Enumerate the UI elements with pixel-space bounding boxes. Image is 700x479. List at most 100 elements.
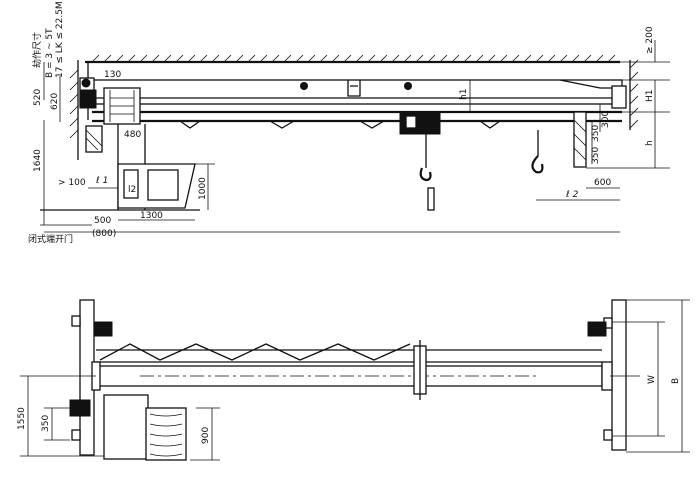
dim-620: 620 — [50, 93, 60, 110]
ceiling-hatch-mark — [283, 54, 292, 63]
ceiling-hatch-mark — [595, 54, 604, 63]
side-note-title: 劫作尺寸 — [31, 32, 43, 68]
plan-view: 1550 350 900 W B — [17, 299, 690, 461]
ceiling-hatch-mark — [607, 54, 616, 63]
main-girder — [91, 79, 623, 105]
ceiling-hatch-mark — [127, 54, 136, 63]
dim-H1: H1 — [645, 90, 655, 103]
plan-cab-lines — [149, 413, 183, 457]
ceiling-hatch-mark — [439, 54, 448, 63]
ceiling-hatch-mark — [199, 54, 208, 63]
dim-1300: 1300 — [140, 211, 163, 221]
ceiling-hatch-mark — [319, 54, 328, 63]
ceiling-hatch-mark — [163, 54, 172, 63]
ceiling-hatch-mark — [139, 54, 148, 63]
ceiling-hatch-mark — [415, 54, 424, 63]
ceiling-hatch-mark — [523, 54, 532, 63]
dim-130: 130 — [104, 70, 121, 80]
ceiling-hatch-mark — [571, 54, 580, 63]
right-wall-hatch — [629, 59, 639, 129]
right-hook — [531, 155, 544, 174]
dim-h1: h1 — [459, 89, 469, 100]
ceiling-hatch-mark — [91, 54, 100, 63]
ceiling-hatch-mark — [451, 54, 460, 63]
dim-300: 300 — [601, 111, 611, 128]
dim-h: h — [645, 140, 655, 146]
left-support-block — [85, 125, 103, 153]
ceiling-hatch-mark — [223, 54, 232, 63]
right-dims — [469, 40, 670, 201]
right-wheel-bottom — [603, 429, 613, 441]
ceiling-hatch-mark — [511, 54, 520, 63]
left-wall-hatch — [69, 69, 79, 139]
dim-500: 500 — [94, 216, 111, 226]
hoist-drum — [405, 115, 417, 129]
girder-hole-2 — [404, 82, 412, 90]
ceiling-hatch-mark — [583, 54, 592, 63]
dim-l2: ℓ 2 — [565, 190, 579, 200]
ceiling-hatch-mark — [355, 54, 364, 63]
dim-350a: 350 — [591, 125, 601, 142]
ladder-rungs — [109, 90, 135, 122]
right-drive-motor — [587, 321, 607, 337]
cab-window — [123, 169, 139, 199]
cab-panel — [147, 169, 179, 201]
dim-l2-cab: l2 — [128, 185, 136, 195]
left-drive-block — [69, 399, 91, 417]
ceiling-hatch-mark — [211, 54, 220, 63]
dim-100: > 100 — [58, 178, 86, 188]
ceiling-hatch-mark — [151, 54, 160, 63]
ceiling-hatch-mark — [487, 54, 496, 63]
ceiling-hatch-mark — [403, 54, 412, 63]
side-note-line2: 17 ≤ LK ≤ 22.5M — [55, 1, 65, 78]
ceiling-hatch-mark — [103, 54, 112, 63]
ceiling-hatch-mark — [187, 54, 196, 63]
girder-bracket — [347, 80, 361, 97]
ceiling-hatching — [91, 54, 616, 63]
plan-cab — [145, 407, 187, 461]
ceiling-hatch-mark — [379, 54, 388, 63]
plan-left-dims — [20, 375, 220, 461]
left-drive-unit — [79, 89, 97, 109]
dim-200: ≥ 200 — [645, 26, 655, 54]
ceiling-hatch-mark — [559, 54, 568, 63]
side-note-line1: B = 3 ~ 5T — [45, 28, 55, 78]
left-wheel — [81, 78, 91, 88]
ceiling-hatch-mark — [175, 54, 184, 63]
ceiling-hatch-mark — [307, 54, 316, 63]
plan-truss — [99, 343, 411, 361]
ceiling-hatch-mark — [331, 54, 340, 63]
dim-600: 600 — [594, 178, 611, 188]
dim-1550: 1550 — [17, 407, 27, 430]
door-label: 闭式端开门 — [28, 233, 73, 245]
ceiling-hatch-mark — [499, 54, 508, 63]
ceiling-hatch-mark — [247, 54, 256, 63]
truss-vees — [179, 120, 501, 129]
ceiling-hatch-mark — [343, 54, 352, 63]
left-drive-motor — [93, 321, 113, 337]
left-support-hatch — [85, 129, 103, 151]
ceiling-hatch-mark — [427, 54, 436, 63]
ceiling-hatch-mark — [535, 54, 544, 63]
ceiling-hatch-mark — [475, 54, 484, 63]
hoist-trolley — [399, 111, 441, 211]
dim-800: (800) — [92, 229, 116, 239]
dim-350b: 350 — [591, 147, 601, 164]
dim-900: 900 — [201, 427, 211, 444]
ceiling-hatch-mark — [391, 54, 400, 63]
dim-520: 520 — [33, 89, 43, 106]
hook-block — [427, 187, 435, 211]
dim-350-plan: 350 — [41, 415, 51, 432]
ceiling-hatch-mark — [115, 54, 124, 63]
right-column-hatch — [573, 119, 587, 161]
girder-hole-1 — [300, 82, 308, 90]
right-end-carriage — [611, 85, 627, 109]
dim-1000: 1000 — [198, 177, 208, 200]
side-view: 劫作尺寸 B = 3 ~ 5T 17 ≤ LK ≤ 22.5M 130 520 … — [28, 1, 670, 245]
hoist-hook — [419, 167, 432, 182]
ceiling-hatch-mark — [271, 54, 280, 63]
plan-cab-frame — [103, 394, 149, 460]
dim-480: 480 — [124, 130, 141, 140]
ceiling-hatch-mark — [235, 54, 244, 63]
